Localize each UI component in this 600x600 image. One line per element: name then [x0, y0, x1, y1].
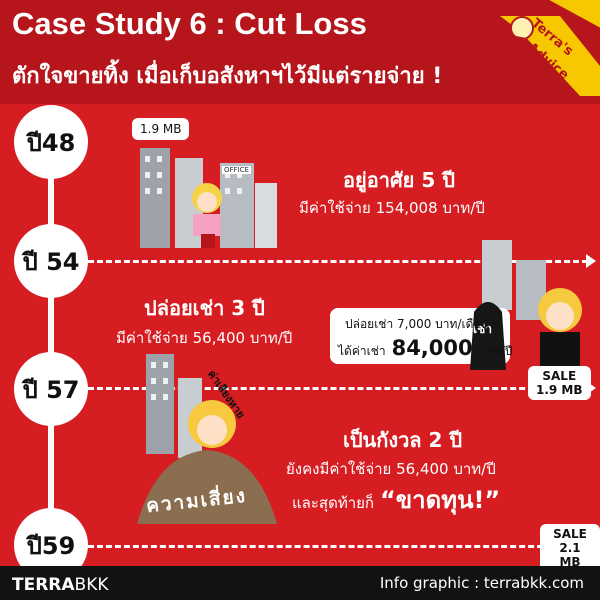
stage3-conclusion: และสุดท้ายก็ “ขาดทุน!” — [292, 480, 500, 519]
timeline-arrow-54 — [88, 260, 588, 263]
rent-income-value: 84,000 — [391, 336, 473, 360]
advice-ribbon — [549, 0, 600, 28]
stage3-text: ยังคงมีค่าใช้จ่าย 56,400 บาท/ปี — [286, 460, 496, 478]
tenant-label: ผู้เช่า — [466, 322, 493, 336]
sale-tag-label: SALE — [553, 527, 587, 541]
stage3-heading: เป็นกังวล 2 ปี — [343, 428, 463, 452]
brand-bkk: BKK — [74, 575, 109, 595]
rent-income-suffix: บาท/ปี — [478, 344, 513, 358]
sale-tag-2-1mb: SALE 2.1 MB — [540, 524, 600, 572]
stage1-heading: อยู่อาศัย 5 ปี — [343, 168, 455, 192]
stage3-loss-text: “ขาดทุน!” — [380, 486, 501, 514]
rent-per-month: ปล่อยเช่า 7,000 บาท/เดือน — [345, 317, 489, 331]
timeline-arrow-59 — [88, 545, 588, 548]
price-tag-1-9mb: 1.9 MB — [132, 118, 190, 140]
infographic-credit: Info graphic : terrabkk.com — [379, 574, 584, 592]
stage3-conclusion-text: และสุดท้ายก็ — [292, 494, 374, 512]
sale-tag-value: 2.1 MB — [559, 541, 581, 569]
risk-illustration — [137, 354, 277, 524]
rent-income: ได้ค่าเช่า 84,000 บาท/ปี — [338, 336, 513, 361]
brand-terra: TERRA — [12, 575, 75, 595]
year-48: ปี48 — [14, 105, 88, 179]
stage2-text: มีค่าใช้จ่าย 56,400 บาท/ปี — [116, 329, 293, 347]
sale-tag-1-9mb: SALE 1.9 MB — [528, 366, 591, 400]
footer-bar: TERRABKK Info graphic : terrabkk.com — [0, 566, 600, 600]
sale-tag-value: 1.9 MB — [536, 383, 583, 397]
office-sign: OFFICE — [222, 166, 251, 174]
arrow-head-icon — [586, 254, 596, 268]
year-57: ปี 57 — [14, 352, 88, 426]
timeline-arrow-57 — [88, 387, 588, 390]
page-subtitle: ตักใจขายทิ้ง เมื่อเก็บอสังหาฯไว้มีแต่ราย… — [12, 64, 443, 89]
tenant-figure — [470, 302, 506, 370]
timeline-line — [48, 110, 54, 560]
rent-income-prefix: ได้ค่าเช่า — [338, 344, 386, 358]
sale-tag-label: SALE — [542, 369, 577, 383]
stage1-text: มีค่าใช้จ่าย 154,008 บาท/ปี — [299, 199, 485, 217]
stage2-heading: ปล่อยเช่า 3 ปี — [144, 296, 265, 320]
year-54: ปี 54 — [14, 224, 88, 298]
terras-advice-badge: Terra's Advice — [500, 6, 600, 96]
award-icon — [500, 16, 600, 96]
buildings-illustration-1 — [140, 148, 277, 248]
tenant-illustration — [482, 240, 582, 372]
arrow-head-icon — [586, 381, 596, 395]
page-title: Case Study 6 : Cut Loss — [12, 6, 367, 41]
brand-logo: TERRABKK — [12, 575, 109, 595]
header-band — [0, 0, 600, 104]
